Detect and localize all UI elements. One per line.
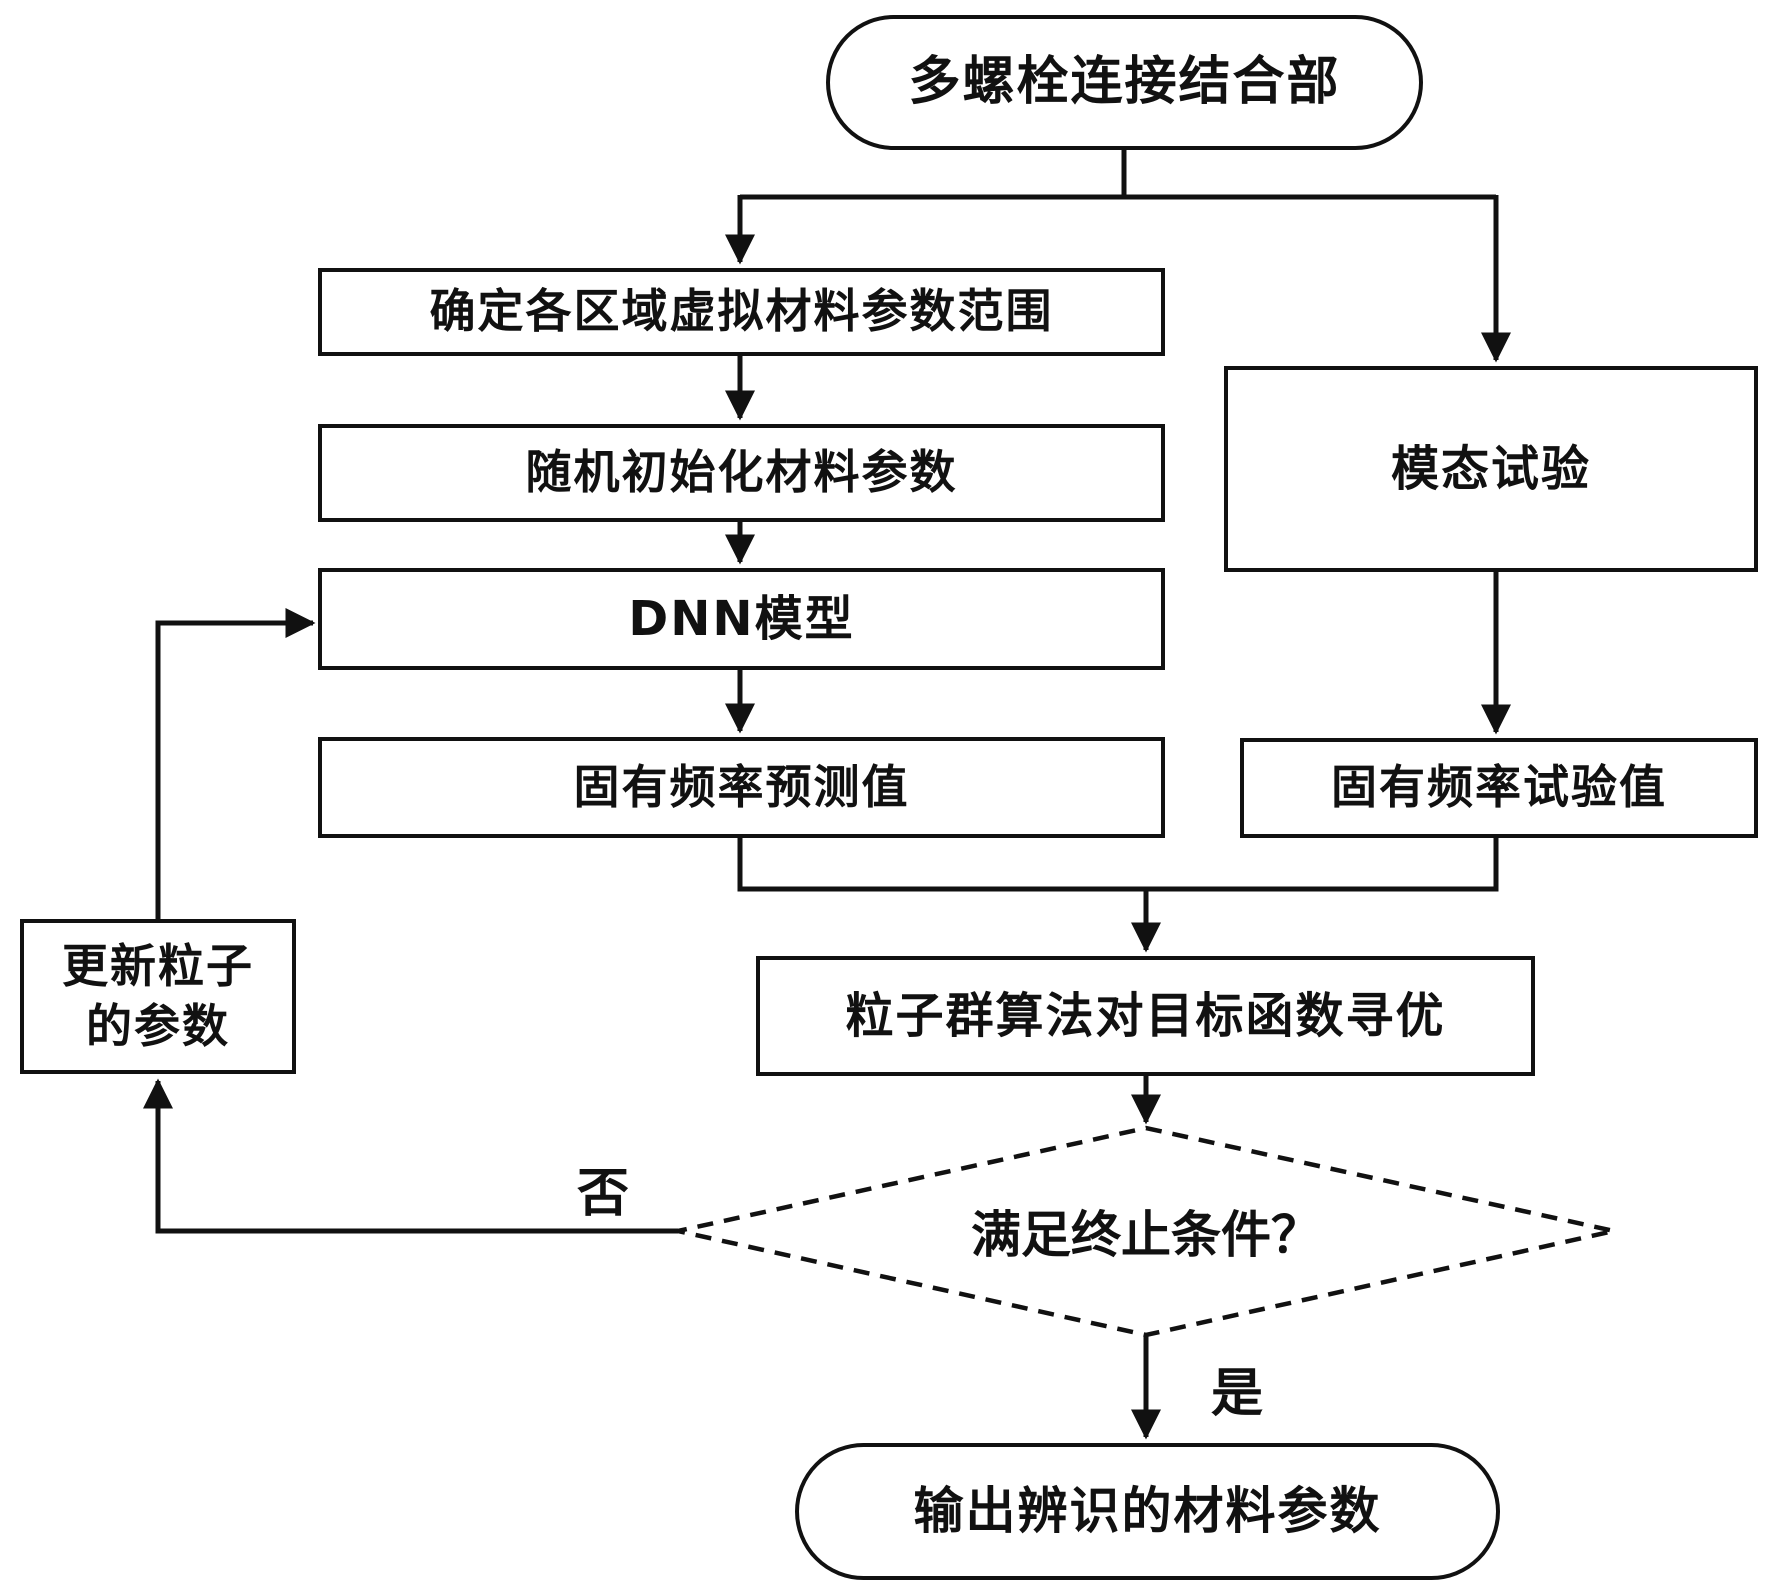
edge-no-to-update (143, 1078, 678, 1234)
node-dnn: DNN模型 (318, 568, 1165, 670)
node-freq-test: 固有频率试验值 (1240, 738, 1758, 838)
edge-merge-bar (737, 838, 1499, 892)
node-modal-test-label: 模态试验 (1390, 440, 1591, 497)
node-start-label: 多螺栓连接结合部 (908, 51, 1341, 112)
node-param-range-label: 确定各区域虚拟材料参数范围 (429, 284, 1054, 339)
edge-label-yes: 是 (1210, 1363, 1263, 1424)
node-update-label: 更新粒子 的参数 (62, 938, 254, 1053)
edge-label-no: 否 (576, 1163, 629, 1224)
edge-update-to-dnn (155, 608, 316, 919)
node-random-init-label: 随机初始化材料参数 (525, 445, 958, 500)
node-output-label: 输出辨识的材料参数 (913, 1482, 1382, 1540)
node-pso-label: 粒子群算法对目标函数寻优 (845, 987, 1446, 1044)
node-freq-pred: 固有频率预测值 (318, 737, 1165, 838)
node-freq-test-label: 固有频率试验值 (1331, 760, 1667, 815)
node-param-range: 确定各区域虚拟材料参数范围 (318, 268, 1165, 356)
node-update: 更新粒子 的参数 (20, 919, 296, 1074)
node-decision-label: 满足终止条件？ (971, 1206, 1321, 1264)
node-modal-test: 模态试验 (1224, 366, 1758, 572)
node-start: 多螺栓连接结合部 (826, 15, 1423, 150)
node-freq-pred-label: 固有频率预测值 (573, 759, 910, 814)
node-random-init: 随机初始化材料参数 (318, 424, 1165, 522)
node-output: 输出辨识的材料参数 (795, 1443, 1500, 1580)
node-dnn-label: DNN模型 (628, 590, 855, 647)
node-pso: 粒子群算法对目标函数寻优 (756, 956, 1535, 1076)
